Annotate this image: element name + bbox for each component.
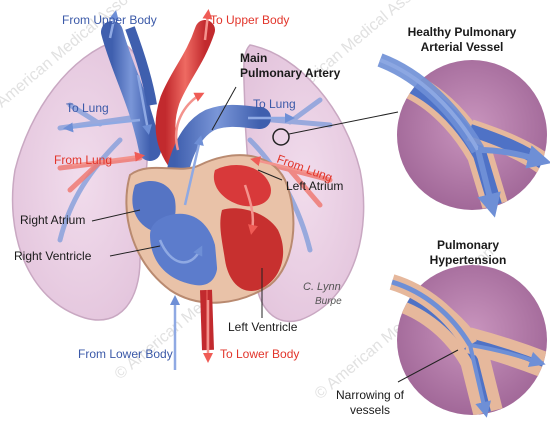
to-lung-left-label: To Lung (66, 101, 109, 115)
healthy-vessel-inset: Healthy Pulmonary Arterial Vessel (377, 25, 550, 218)
right-ventricle-label: Right Ventricle (14, 249, 92, 263)
left-atrium-chamber (213, 165, 271, 207)
deoxygenated-flow-arrows (63, 10, 295, 370)
from-lower-body-label: From Lower Body (78, 347, 173, 361)
to-lung-right-label: To Lung (253, 97, 296, 111)
hypertension-inset-title-line1: Pulmonary (437, 238, 499, 252)
aortic-arch (155, 20, 215, 175)
leader-lines (91, 86, 283, 318)
to-lower-body-label: To Lower Body (220, 347, 299, 361)
hypertension-inset-title-line2: Hypertension (430, 253, 507, 267)
left-atrium-label: Left Atrium (286, 179, 343, 193)
main-pulmonary-artery-label-line2: Pulmonary Artery (240, 66, 341, 80)
left-ventricle-chamber (220, 208, 284, 291)
oxygenated-flow-arrows (71, 9, 321, 363)
healthy-inset-title-line1: Healthy Pulmonary (408, 25, 517, 39)
magnifier-connector (288, 111, 399, 135)
magnified-region-marker (272, 128, 290, 146)
to-upper-body-label: To Upper Body (210, 13, 289, 27)
narrowing-leader-line (397, 349, 459, 383)
right-ventricle-chamber (150, 213, 218, 286)
narrowing-label-line1: Narrowing of (336, 388, 405, 402)
from-upper-body-label: From Upper Body (62, 13, 157, 27)
from-lung-left-label: From Lung (54, 153, 112, 167)
left-ventricle-label: Left Ventricle (228, 320, 298, 334)
right-atrium-label: Right Atrium (20, 213, 85, 227)
artist-signature-line1: C. Lynn (303, 281, 341, 293)
main-pulmonary-artery-label-line1: Main (240, 51, 267, 65)
artist-signature-line2: Burpe (315, 296, 342, 307)
narrowing-label-line2: vessels (350, 403, 390, 417)
healthy-inset-title-line2: Arterial Vessel (421, 40, 504, 54)
hypertension-inset: Pulmonary Hypertension Narrowing of vess… (336, 238, 547, 418)
